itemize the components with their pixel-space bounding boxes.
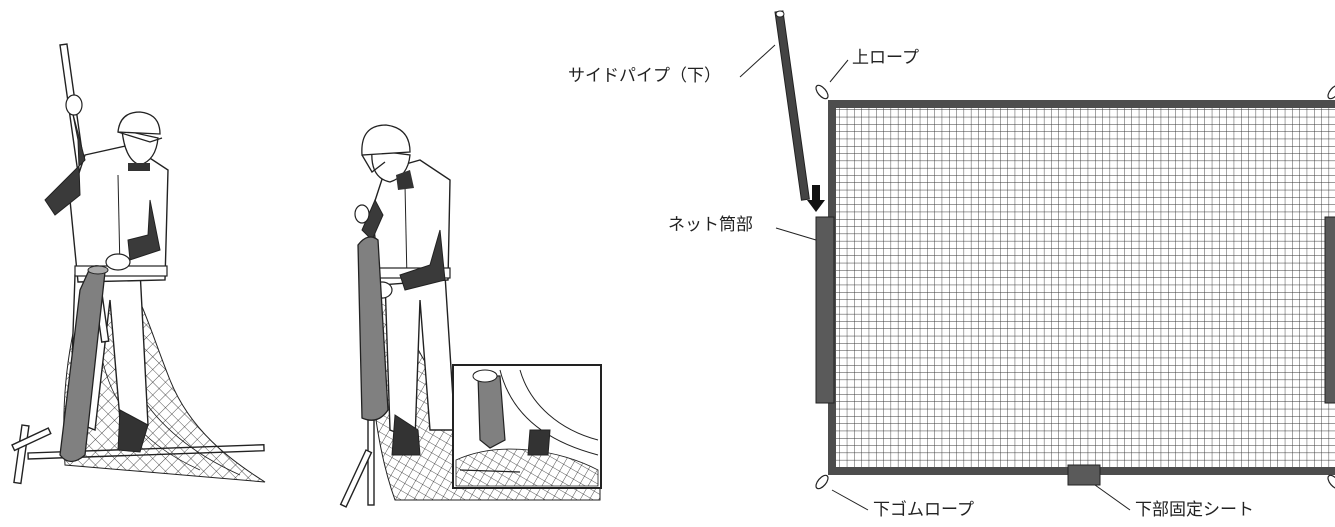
label-side-pipe-lower: サイドパイプ（下） — [568, 66, 721, 86]
leader-lines — [739, 44, 1131, 511]
figure-person-inserting-pipe — [11, 43, 266, 485]
side-pipe-lower — [774, 10, 810, 201]
label-bottom-fix-sheet: 下部固定シート — [1135, 500, 1254, 520]
net-frame-diagram — [739, 10, 1335, 511]
head-middle-person — [361, 124, 414, 190]
net-tube-left — [815, 216, 835, 404]
label-top-rope: 上ロープ — [852, 48, 919, 68]
label-bottom-rubber-rope: 下ゴムロープ — [873, 500, 974, 520]
net-tube-right — [1324, 216, 1335, 404]
rope-loops — [815, 84, 1335, 490]
detail-inset — [452, 364, 602, 489]
figure-person-holding-net — [339, 124, 602, 508]
head-left-person — [117, 111, 163, 171]
label-net-tube: ネット筒部 — [668, 215, 753, 235]
bottom-fix-sheet — [1067, 464, 1101, 486]
net-tube-sleeve-middle — [357, 236, 389, 421]
insert-arrow-icon — [807, 185, 825, 212]
